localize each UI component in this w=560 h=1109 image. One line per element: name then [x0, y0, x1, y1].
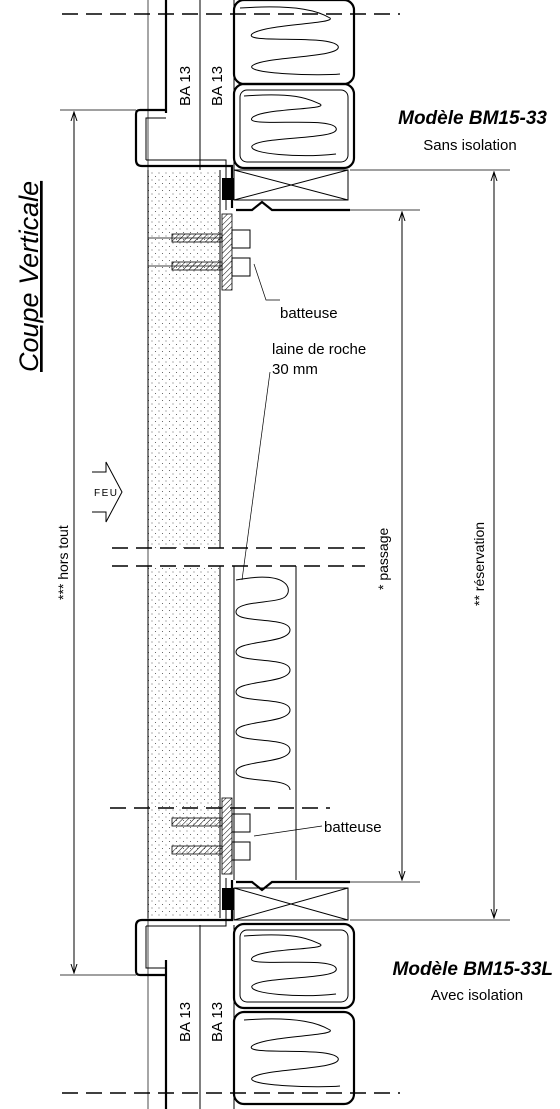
door-leaf — [147, 170, 221, 918]
fire-label: FEU — [94, 488, 119, 499]
laine-label-line2: 30 mm — [272, 361, 318, 378]
batteuse-bottom-label: batteuse — [324, 819, 382, 836]
bottom-cross-box — [222, 880, 350, 921]
page-title: Coupe Verticale — [14, 181, 44, 372]
top-batteuse — [148, 213, 251, 291]
model-bottom-subtitle: Avec isolation — [431, 987, 523, 1004]
dimension-lines — [60, 109, 510, 976]
model-top-subtitle: Sans isolation — [423, 137, 516, 154]
top-cross-box — [222, 169, 350, 212]
board-label-bottom-2: BA 13 — [209, 1002, 226, 1042]
board-label-top-1: BA 13 — [177, 66, 194, 106]
model-bottom-name: Modèle BM15-33L — [393, 959, 553, 980]
dimension-hors-tout: *** hors tout — [55, 525, 71, 600]
bottom-insulation-box — [232, 922, 356, 1106]
fire-arrow-icon — [92, 461, 123, 523]
board-label-bottom-1: BA 13 — [177, 1002, 194, 1042]
batteuse-top-label: batteuse — [280, 305, 338, 322]
board-label-top-2: BA 13 — [209, 66, 226, 106]
top-insulation-box — [232, 0, 356, 170]
dimension-passage: * passage — [375, 528, 391, 590]
dimension-reservation: ** réservation — [471, 522, 487, 606]
leader-lines — [241, 263, 323, 837]
laine-label-line1: laine de roche — [272, 341, 366, 358]
bottom-batteuse — [171, 797, 251, 875]
mineral-wool-column — [233, 566, 297, 880]
model-top-name: Modèle BM15-33 — [398, 108, 547, 129]
